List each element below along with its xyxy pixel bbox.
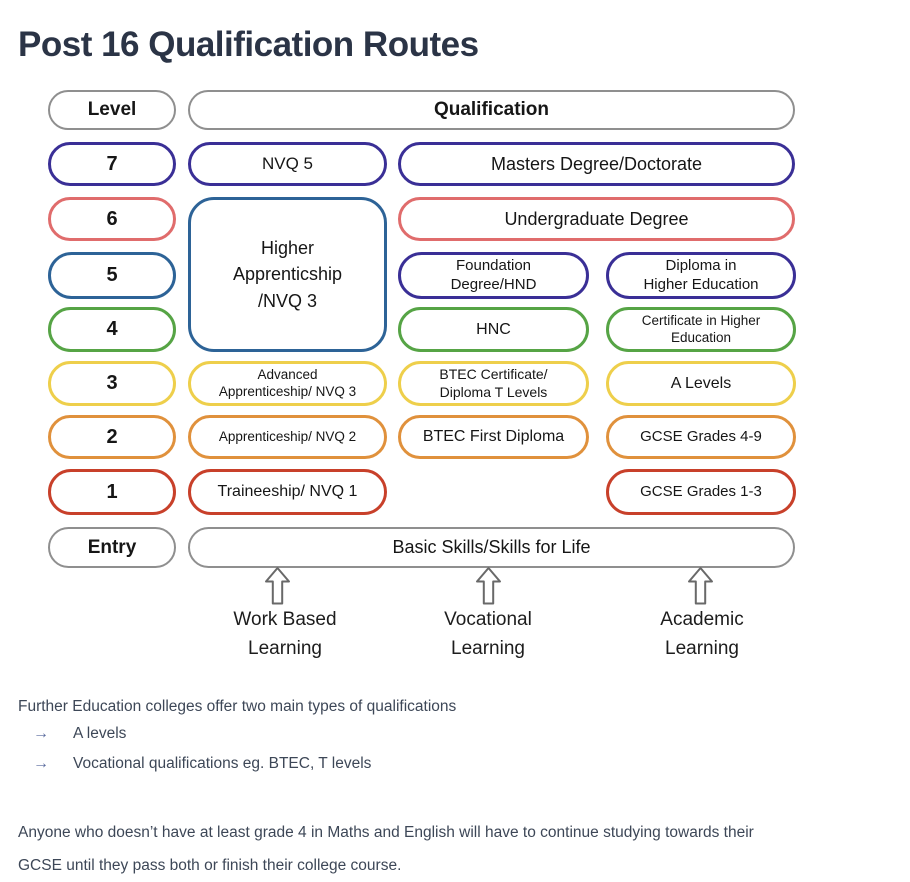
pill-higher-apprenticeship: Higher Apprenticship /NVQ 3 [188, 197, 387, 352]
pill-gcse-grades-1-3: GCSE Grades 1-3 [606, 469, 796, 515]
footer-text: Anyone who doesn’t have at least grade 4… [18, 816, 768, 882]
level-pill-3: 3 [48, 361, 176, 406]
pathway-label-vocational: Vocational Learning [403, 606, 573, 663]
pill-a-levels: A Levels [606, 361, 796, 406]
pathway-label-academic: Academic Learning [617, 606, 787, 663]
pill-nvq5: NVQ 5 [188, 142, 387, 186]
pill-btec-first-diploma: BTEC First Diploma [398, 415, 589, 459]
pill-undergraduate-degree: Undergraduate Degree [398, 197, 795, 241]
header-pill-qualification: Qualification [188, 90, 795, 130]
arrow-right-icon: → [33, 725, 49, 743]
pill-traineeship-nvq1: Traineeship/ NVQ 1 [188, 469, 387, 515]
up-arrow-icon [264, 566, 291, 606]
level-pill-5: 5 [48, 252, 176, 299]
qualification-routes-diagram: Level Qualification 7 NVQ 5 Masters Degr… [0, 0, 910, 660]
pill-basic-skills: Basic Skills/Skills for Life [188, 527, 795, 568]
pill-diploma-higher-education: Diploma in Higher Education [606, 252, 796, 299]
up-arrow-icon [687, 566, 714, 606]
up-arrow-icon [475, 566, 502, 606]
arrow-right-icon: → [33, 755, 49, 773]
pill-foundation-degree: Foundation Degree/HND [398, 252, 589, 299]
bullet-item: → A levels [33, 725, 126, 743]
bullet-item: → Vocational qualifications eg. BTEC, T … [33, 755, 371, 773]
pill-advanced-apprenticeship: Advanced Apprenticeship/ NVQ 3 [188, 361, 387, 406]
level-pill-4: 4 [48, 307, 176, 352]
bullet-text: A levels [73, 725, 126, 743]
level-pill-entry: Entry [48, 527, 176, 568]
pathway-label-work-based: Work Based Learning [200, 606, 370, 663]
pill-masters-doctorate: Masters Degree/Doctorate [398, 142, 795, 186]
header-pill-level: Level [48, 90, 176, 130]
level-pill-6: 6 [48, 197, 176, 241]
pill-apprenticeship-nvq2: Apprenticeship/ NVQ 2 [188, 415, 387, 459]
level-pill-2: 2 [48, 415, 176, 459]
bullet-text: Vocational qualifications eg. BTEC, T le… [73, 755, 371, 773]
level-pill-1: 1 [48, 469, 176, 515]
intro-text: Further Education colleges offer two mai… [18, 698, 456, 716]
pill-certificate-higher-education: Certificate in Higher Education [606, 307, 796, 352]
pill-hnc: HNC [398, 307, 589, 352]
level-pill-7: 7 [48, 142, 176, 186]
pill-gcse-grades-4-9: GCSE Grades 4-9 [606, 415, 796, 459]
pill-btec-certificate: BTEC Certificate/ Diploma T Levels [398, 361, 589, 406]
